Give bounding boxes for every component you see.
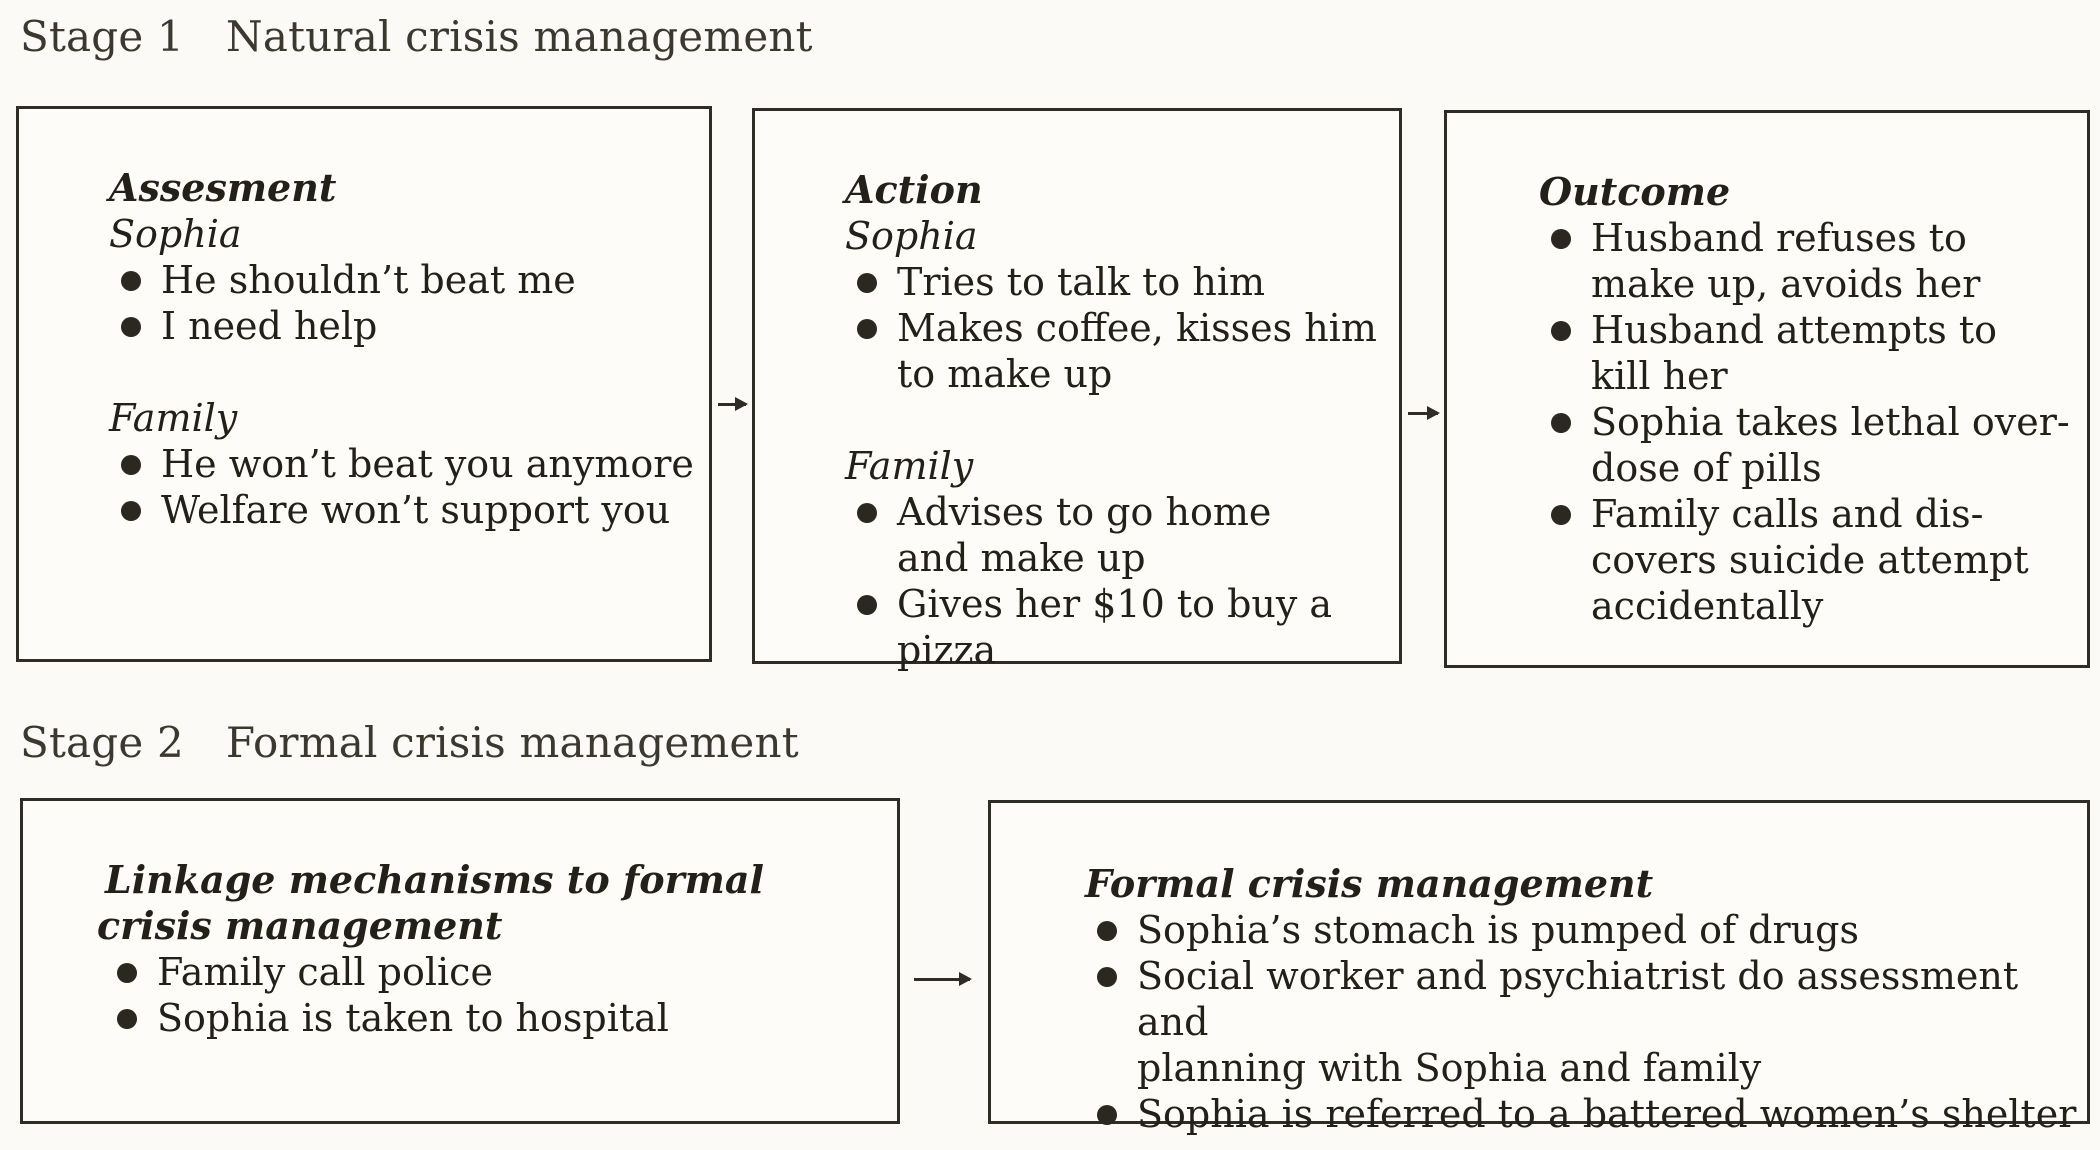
list-item: Welfare won’t support you [109, 487, 694, 533]
stage-1-number: Stage 1 [20, 12, 184, 61]
list-item: He shouldn’t beat me [109, 257, 694, 303]
linkage-list: Family call police Sophia is taken to ho… [105, 949, 764, 1041]
bullet-icon [1097, 967, 1117, 987]
action-sophia-list: Tries to talk to him Makes coffee, kisse… [845, 259, 1399, 397]
list-item: Makes coffee, kisses him to make up [845, 305, 1399, 397]
linkage-title-line1: Linkage mechanisms to formal [105, 857, 764, 902]
list-item: He won’t beat you anymore [109, 441, 694, 487]
stage-2-number: Stage 2 [20, 718, 184, 767]
bullet-icon [857, 273, 877, 293]
list-item: I need help [109, 303, 694, 349]
arrow-right-icon [1408, 406, 1440, 420]
assessment-title: Assesment [109, 165, 337, 210]
action-family-label: Family [845, 444, 974, 488]
bullet-icon [1551, 321, 1571, 341]
action-sophia-label: Sophia [845, 214, 978, 258]
formal-title: Formal crisis management [1085, 861, 1654, 906]
arrow-right-icon [914, 972, 972, 986]
list-item: Husband refuses to make up, avoids her [1539, 215, 2070, 307]
outcome-list: Husband refuses to make up, avoids her H… [1539, 215, 2070, 629]
list-item: Social worker and psychiatrist do assess… [1085, 953, 2087, 1091]
bullet-icon [117, 1009, 137, 1029]
formal-list: Sophia’s stomach is pumped of drugs Soci… [1085, 907, 2087, 1137]
bullet-icon [117, 963, 137, 983]
stage-1-heading: Stage 1 Natural crisis management [20, 12, 813, 61]
action-box: Action Sophia Tries to talk to him Makes… [752, 108, 1402, 672]
list-item: Sophia takes lethal over- dose of pills [1539, 399, 2070, 491]
assessment-family-list: He won’t beat you anymore Welfare won’t … [109, 441, 694, 533]
list-item: Family call police [105, 949, 764, 995]
bullet-icon [857, 319, 877, 339]
linkage-title-line2: crisis management [97, 903, 503, 948]
bullet-icon [121, 455, 141, 475]
list-item: Husband attempts to kill her [1539, 307, 2070, 399]
list-item: Sophia is taken to hospital [105, 995, 764, 1041]
bullet-icon [121, 271, 141, 291]
assessment-sophia-label: Sophia [109, 212, 242, 256]
assessment-sophia-list: He shouldn’t beat me I need help [109, 257, 694, 349]
list-item: Family calls and dis- covers suicide att… [1539, 491, 2070, 629]
bullet-icon [1097, 921, 1117, 941]
linkage-box: Linkage mechanisms to formal crisis mana… [20, 798, 900, 1124]
bullet-icon [1551, 229, 1571, 249]
list-item: Tries to talk to him [845, 259, 1399, 305]
arrow-right-icon [718, 397, 748, 411]
list-item: Sophia’s stomach is pumped of drugs [1085, 907, 2087, 953]
bullet-icon [121, 317, 141, 337]
stage-2-heading: Stage 2 Formal crisis management [20, 718, 799, 767]
stage-1-title: Natural crisis management [225, 12, 813, 61]
bullet-icon [1551, 413, 1571, 433]
list-item: Gives her $10 to buy a pizza [845, 581, 1399, 673]
formal-box: Formal crisis management Sophia’s stomac… [988, 800, 2090, 1136]
stage-2-title: Formal crisis management [225, 718, 799, 767]
list-item: Advises to go home and make up [845, 489, 1399, 581]
list-item: Sophia is referred to a battered women’s… [1085, 1091, 2087, 1137]
bullet-icon [121, 501, 141, 521]
bullet-icon [1551, 505, 1571, 525]
bullet-icon [1097, 1105, 1117, 1125]
outcome-title: Outcome [1539, 169, 1731, 214]
bullet-icon [857, 595, 877, 615]
assessment-box: Assesment Sophia He shouldn’t beat me I … [16, 106, 712, 662]
bullet-icon [857, 503, 877, 523]
action-family-list: Advises to go home and make up Gives her… [845, 489, 1399, 673]
assessment-family-label: Family [109, 396, 238, 440]
action-title: Action [845, 167, 983, 212]
outcome-box: Outcome Husband refuses to make up, avoi… [1444, 110, 2090, 668]
